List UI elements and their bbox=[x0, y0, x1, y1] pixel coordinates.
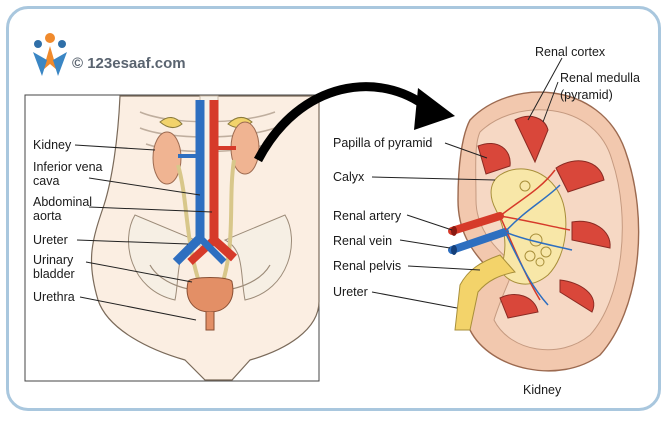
kidney-section bbox=[448, 91, 640, 372]
label-inferior-vena-cava-1: Inferior vena bbox=[33, 160, 103, 174]
transition-arrow-icon bbox=[414, 88, 455, 130]
label-papilla-of-pyramid: Papilla of pyramid bbox=[333, 136, 433, 150]
body-figure bbox=[90, 95, 320, 381]
transition-arrow-line bbox=[254, 82, 431, 163]
brand-logo-icon bbox=[33, 33, 67, 76]
label-renal-cortex: Renal cortex bbox=[535, 45, 606, 59]
label-renal-vein: Renal vein bbox=[333, 234, 393, 248]
label-abdominal-aorta-1: Abdominal bbox=[33, 195, 93, 209]
label-urinary-bladder-2: bladder bbox=[33, 267, 75, 281]
label-ureter-kidney: Ureter bbox=[333, 285, 368, 299]
label-renal-medulla-2: (pyramid) bbox=[560, 88, 613, 102]
body-leader-lines bbox=[74, 144, 213, 321]
kidney-leader-lines bbox=[371, 57, 563, 309]
label-calyx: Calyx bbox=[333, 170, 365, 184]
label-renal-artery: Renal artery bbox=[333, 209, 402, 223]
label-urethra: Urethra bbox=[33, 290, 75, 304]
watermark-text: © 123esaaf.com bbox=[72, 55, 186, 72]
label-inferior-vena-cava-2: cava bbox=[33, 174, 60, 188]
label-renal-medulla-1: Renal medulla bbox=[560, 71, 640, 85]
label-ureter-body: Ureter bbox=[33, 233, 68, 247]
label-abdominal-aorta-2: aorta bbox=[33, 209, 62, 223]
label-kidney: Kidney bbox=[33, 138, 72, 152]
label-urinary-bladder-1: Urinary bbox=[33, 253, 74, 267]
kidney-caption: Kidney bbox=[523, 383, 562, 397]
label-renal-pelvis: Renal pelvis bbox=[333, 259, 402, 273]
